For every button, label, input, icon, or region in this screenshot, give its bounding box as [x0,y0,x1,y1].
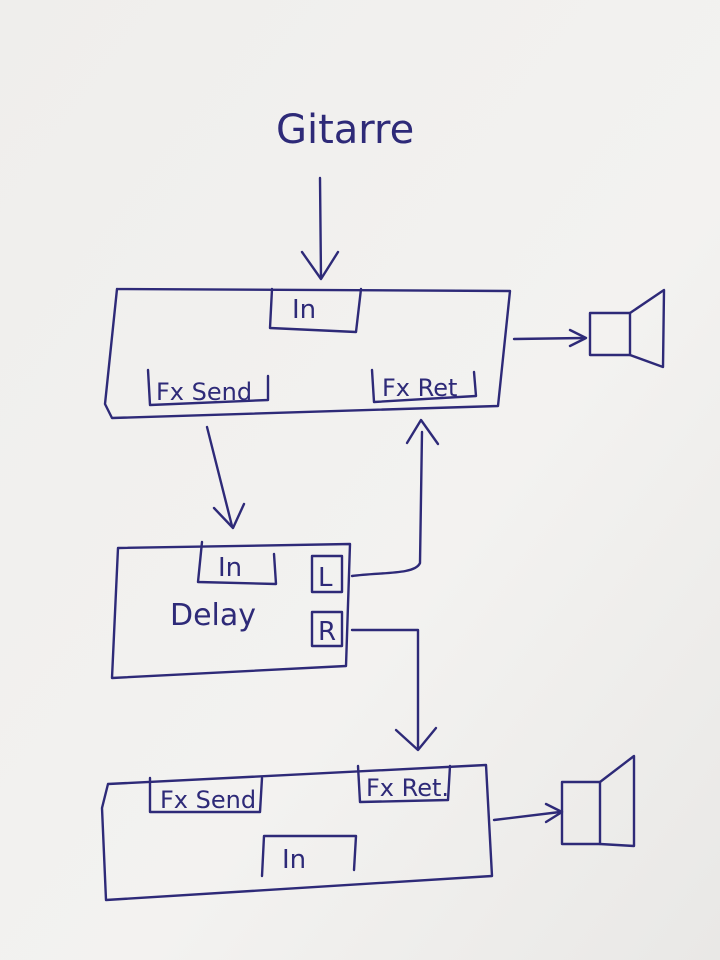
delay-name-label: Delay [170,598,256,633]
amp1-fx-send-label: Fx Send [156,378,252,406]
amp1-head: In Fx Send Fx Ret [103,287,512,420]
amp1-in-label: In [292,295,316,325]
arrow-guitar-to-amp1 [300,176,340,281]
amp2-fx-ret-jack [356,764,452,804]
amp1-fx-ret-jack [370,368,478,404]
speaker-2-icon [560,754,636,848]
speaker-1-icon [588,288,666,369]
delay-out-l-label: L [318,563,333,593]
amp2-fx-ret-label: Fx Ret. [366,774,449,802]
arrow-delay-r-to-amp2-fx-ret [350,628,438,752]
delay-out-r-jack [310,610,344,648]
delay-pedal: In Delay L R [110,540,352,680]
delay-out-r-label: R [318,617,336,647]
amp1-fx-send-jack [146,368,270,407]
delay-in-jack [196,540,278,586]
amp1-in-jack [268,287,363,334]
arrow-fx-send-to-delay [205,425,246,530]
delay-in-label: In [218,553,242,583]
amp2-head: Fx Send Fx Ret. In [100,763,494,902]
amp2-fx-send-jack [148,776,264,814]
amp2-in-jack [260,834,358,878]
arrow-delay-l-to-fx-ret [350,418,440,578]
delay-out-l-jack [310,554,344,594]
amp2-fx-send-label: Fx Send [160,786,256,814]
ink-layer: Gitarre In Fx Send Fx Ret [100,107,666,902]
amp2-in-label: In [282,845,306,875]
arrow-amp1-to-speaker [512,328,588,348]
title-label: Gitarre [276,107,414,153]
amp1-fx-ret-label: Fx Ret [382,374,457,402]
